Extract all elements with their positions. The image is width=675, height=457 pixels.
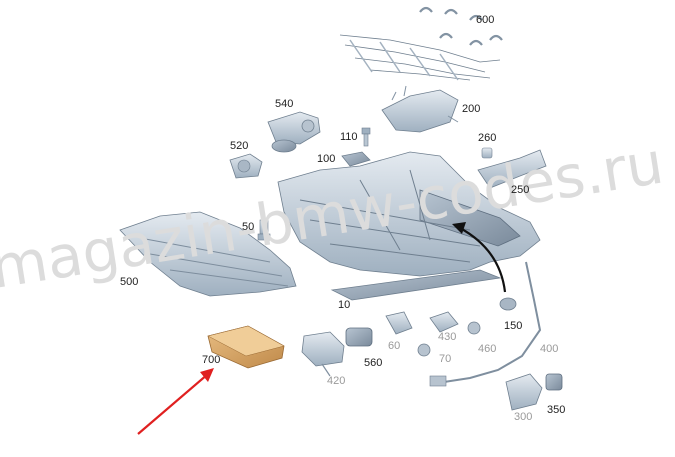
part-100-clip	[341, 151, 371, 167]
part-520-actuator	[229, 153, 263, 179]
label-600: 600	[476, 14, 494, 26]
part-600-spring-mat	[339, 6, 503, 81]
part-70-knob	[417, 343, 431, 357]
part-300-housing	[505, 373, 543, 411]
label-520: 520	[230, 140, 248, 152]
part-350-sensor	[545, 373, 563, 391]
label-10: 10	[338, 299, 350, 311]
part-260-stud	[481, 147, 493, 159]
label-200: 200	[462, 103, 480, 115]
label-150: 150	[504, 320, 522, 332]
part-460-knob	[467, 321, 481, 335]
label-70: 70	[439, 353, 451, 365]
part-560-cylinder	[345, 327, 373, 347]
part-500-cushion-pan	[119, 211, 297, 297]
part-60-bracket	[385, 311, 413, 335]
label-400: 400	[540, 343, 558, 355]
part-700-pad-highlighted	[207, 325, 285, 369]
part-150-cap	[499, 297, 517, 311]
red-arrow-icon	[137, 368, 214, 435]
label-460: 460	[478, 343, 496, 355]
part-420-module	[301, 331, 345, 377]
part-540-motor	[267, 111, 321, 153]
label-300: 300	[514, 411, 532, 423]
label-60: 60	[388, 340, 400, 352]
label-110: 110	[340, 131, 358, 143]
label-560: 560	[364, 357, 382, 369]
part-10-seat-frame	[277, 151, 541, 301]
label-700: 700	[202, 354, 220, 366]
label-100: 100	[317, 153, 335, 165]
part-250-rail-bracket	[477, 149, 547, 189]
part-110-bolt	[361, 127, 371, 147]
label-420: 420	[327, 375, 345, 387]
label-50: 50	[242, 221, 254, 233]
part-50-pin	[257, 219, 271, 241]
part-430-bracket	[429, 311, 459, 333]
curved-black-arrow-icon	[452, 222, 507, 293]
label-430: 430	[438, 331, 456, 343]
label-500: 500	[120, 276, 138, 288]
label-540: 540	[275, 98, 293, 110]
label-250: 250	[511, 184, 529, 196]
part-200-bracket	[381, 85, 459, 133]
label-260: 260	[478, 132, 496, 144]
label-350: 350	[547, 404, 565, 416]
part-400-cable	[429, 261, 542, 387]
